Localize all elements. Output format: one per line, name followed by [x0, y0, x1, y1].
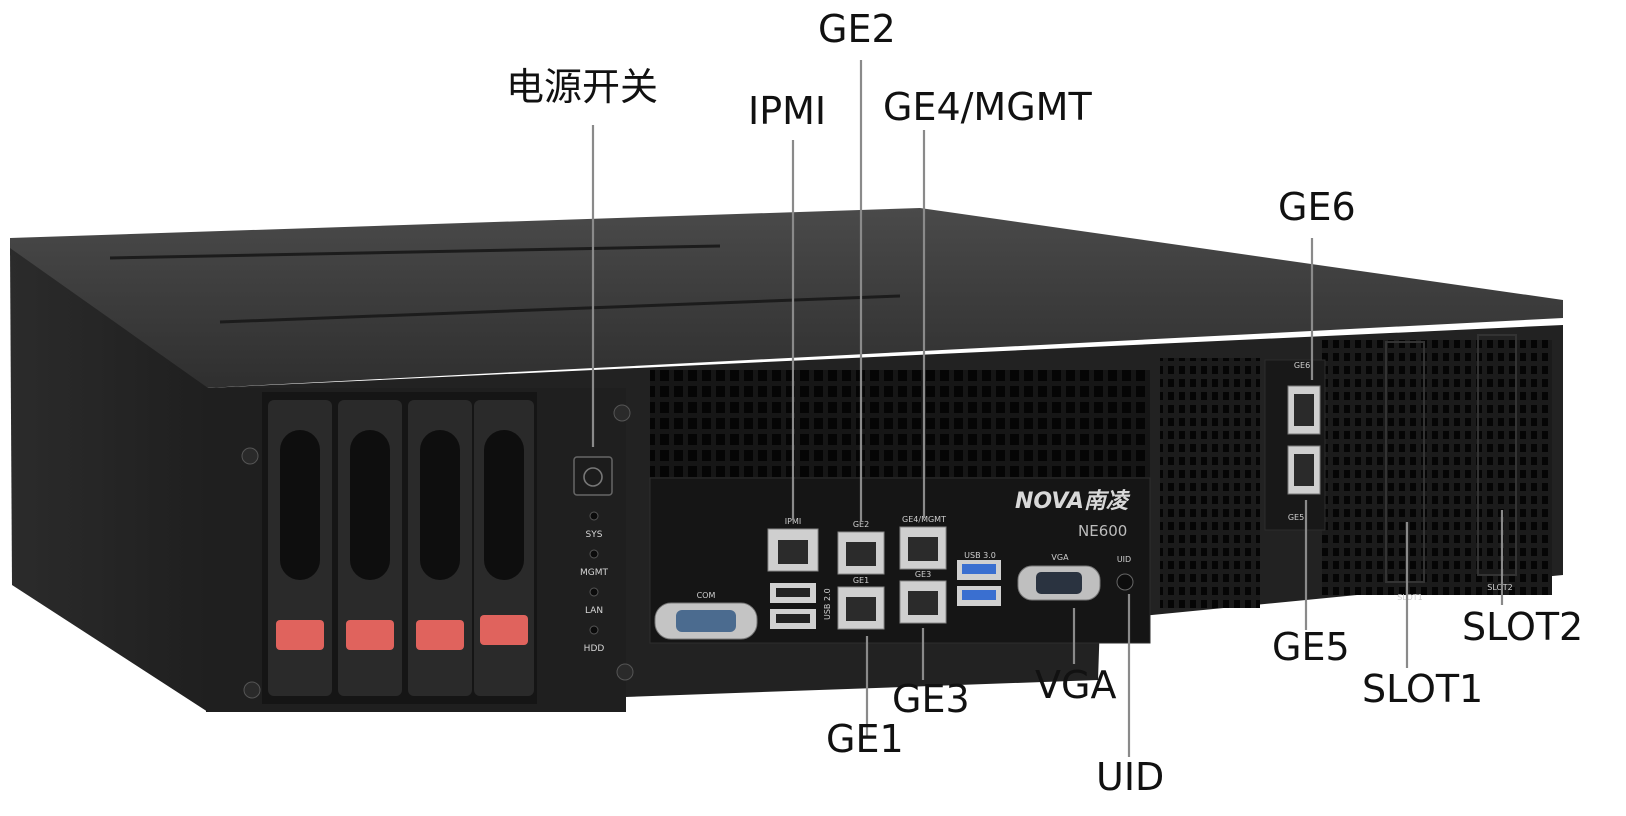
callout-slot1: SLOT1: [1362, 667, 1484, 711]
slot1-silk: SLOT1: [1397, 593, 1423, 602]
vent-grille: [650, 370, 1150, 482]
mgmt-led-label: MGMT: [580, 568, 609, 578]
vent-grille: [1160, 358, 1260, 608]
svg-text:USB 3.0: USB 3.0: [964, 551, 996, 560]
brand-logo: NOVA南凌: [1015, 489, 1131, 514]
callout-ge3: GE3: [892, 677, 970, 721]
svg-text:GE4/MGMT: GE4/MGMT: [902, 515, 946, 524]
callout-ge4-mgmt: GE4/MGMT: [883, 85, 1092, 129]
pcie-slot-1[interactable]: [1385, 341, 1425, 583]
drive-tray[interactable]: [268, 400, 332, 696]
callout-ge6: GE6: [1278, 185, 1356, 229]
svg-text:GE2: GE2: [853, 520, 869, 529]
drive-tray[interactable]: [474, 400, 534, 696]
drive-bays: [262, 392, 537, 704]
leader-lines: [591, 60, 1504, 757]
pcie-slot-2[interactable]: [1477, 334, 1517, 576]
chassis-side: [10, 248, 208, 712]
svg-text:UID: UID: [1117, 555, 1131, 564]
drive-tray[interactable]: [338, 400, 402, 696]
svg-text:GE6: GE6: [1294, 361, 1310, 370]
sys-led-label: SYS: [586, 530, 603, 540]
lan-led-label: LAN: [585, 606, 603, 616]
power-button[interactable]: [573, 456, 613, 496]
callout-vga: VGA: [1035, 663, 1117, 707]
vent-grille: [1322, 340, 1552, 595]
hdd-led-label: HDD: [584, 644, 605, 654]
svg-text:COM: COM: [697, 591, 716, 600]
svg-text:VGA: VGA: [1051, 553, 1069, 562]
mgmt-led: [589, 549, 599, 559]
screw-icon: [243, 681, 261, 699]
svg-text:USB 2.0: USB 2.0: [823, 588, 832, 620]
screw-icon: [616, 663, 634, 681]
callout-ge1: GE1: [826, 717, 904, 761]
lan-led: [589, 587, 599, 597]
svg-text:GE3: GE3: [915, 570, 931, 579]
screw-icon: [241, 447, 259, 465]
callout-ge5: GE5: [1272, 625, 1350, 669]
svg-text:IPMI: IPMI: [785, 517, 801, 526]
hdd-led: [589, 625, 599, 635]
model-label: NE600: [1078, 522, 1127, 540]
screw-icon: [613, 404, 631, 422]
sys-led: [589, 511, 599, 521]
callout-ipmi: IPMI: [748, 89, 827, 133]
callout-slot2: SLOT2: [1462, 605, 1584, 649]
slot2-silk: SLOT2: [1487, 583, 1513, 592]
callout-uid: UID: [1096, 755, 1165, 799]
uid-button[interactable]: [1116, 573, 1134, 591]
svg-text:GE5: GE5: [1288, 513, 1304, 522]
drive-tray[interactable]: [408, 400, 472, 696]
callout-ge2: GE2: [818, 7, 896, 51]
svg-text:GE1: GE1: [853, 576, 869, 585]
callout-power-switch: 电源开关: [506, 65, 659, 109]
